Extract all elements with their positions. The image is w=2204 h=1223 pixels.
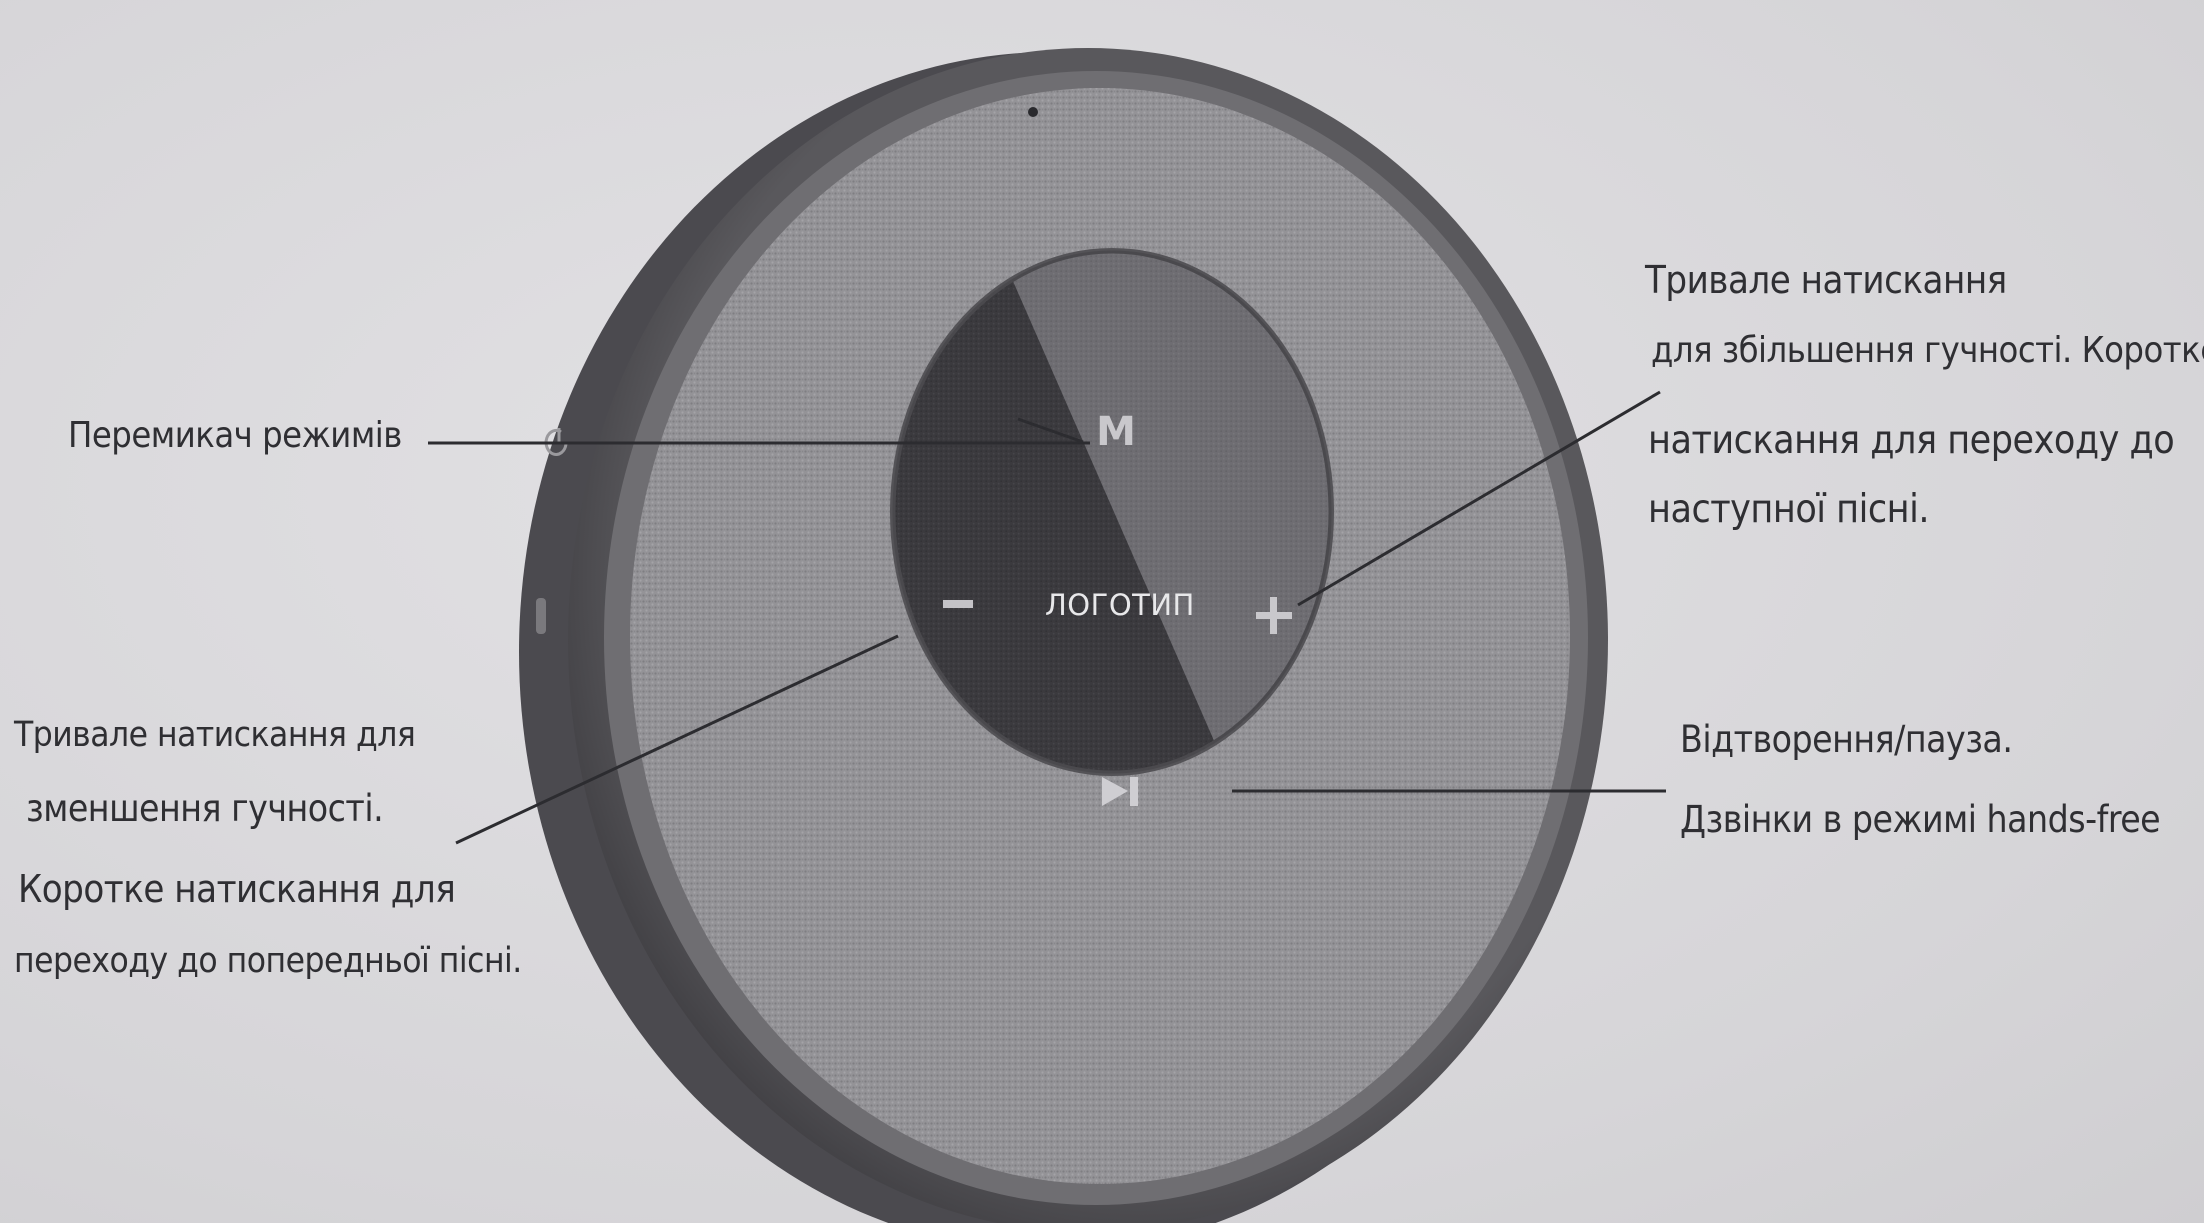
side-port — [536, 598, 546, 634]
callout-volume-down-line3: Коротке натискання для — [18, 867, 455, 911]
callout-volume-up-line2: для збільшення гучності. Коротке — [1651, 330, 2204, 371]
callout-volume-down-line4: переходу до попередньої пісні. — [14, 941, 522, 981]
grille-dot — [1028, 107, 1038, 117]
callout-volume-down-line1: Тривале натискання для — [14, 715, 415, 755]
mode-button[interactable]: M — [1096, 409, 1136, 455]
callout-volume-up-line4: наступної пісні. — [1648, 487, 1929, 532]
volume-down-button[interactable] — [943, 600, 973, 608]
callout-volume-up-line1: Тривале натискання — [1645, 258, 2007, 302]
logo-text: ЛОГОТИП — [1045, 588, 1195, 622]
callout-play-pause-line2: Дзвінки в режимі hands-free — [1680, 798, 2160, 841]
callout-volume-up-line3: натискання для переходу до — [1648, 418, 2174, 463]
callout-volume-down-line2: зменшення гучності. — [26, 787, 383, 830]
callout-mode-switch: Перемикач режимів — [68, 415, 402, 456]
callout-play-pause-line1: Відтворення/пауза. — [1680, 718, 2012, 761]
